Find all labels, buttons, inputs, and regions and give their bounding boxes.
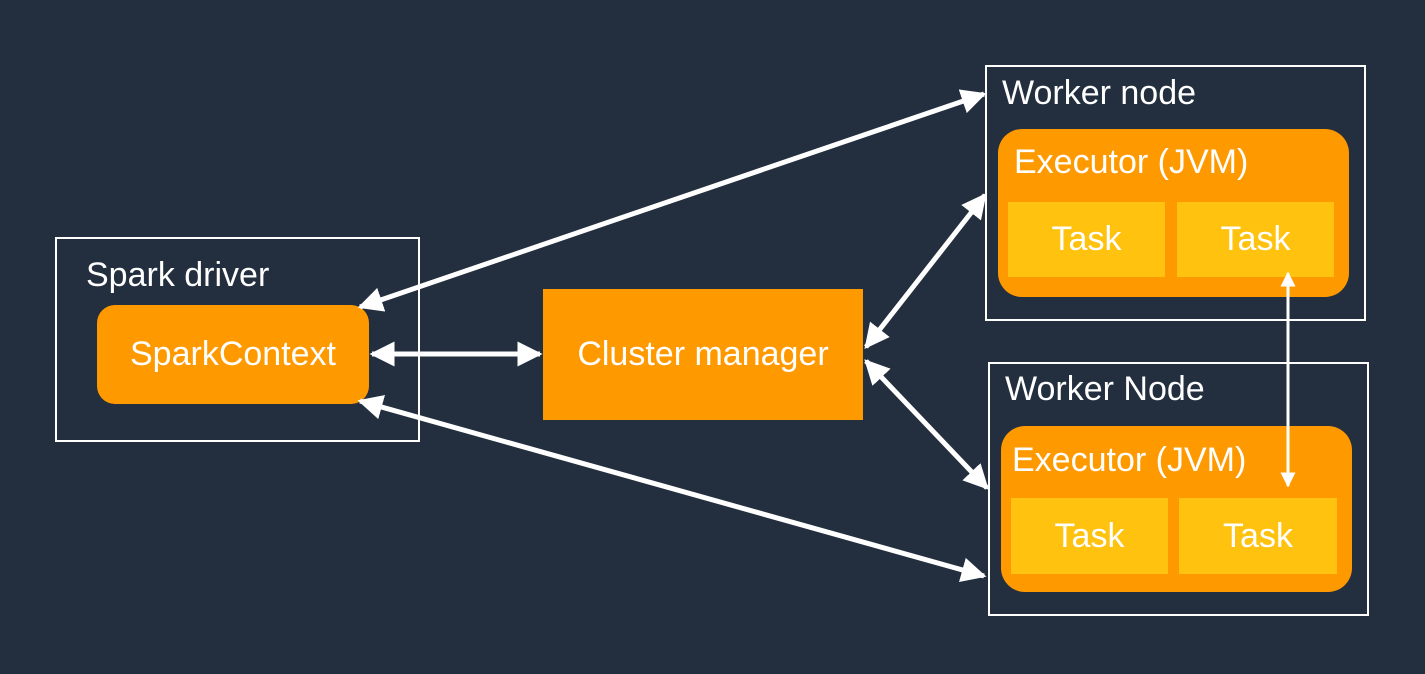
spark-driver-title: Spark driver	[86, 256, 270, 294]
arrow-cluster-executor-bottom	[864, 359, 989, 490]
task-top-1: Task	[1008, 202, 1165, 277]
executor-top-label: Executor (JVM)	[1014, 143, 1249, 181]
arrow-driver-worker-top	[357, 89, 987, 312]
worker-node-top-title: Worker node	[1002, 74, 1197, 112]
worker-node-bottom-title: Worker Node	[1005, 370, 1205, 408]
spark-context-box: SparkContext	[97, 305, 369, 404]
arrow-driver-worker-bottom	[357, 395, 987, 582]
worker-node-bottom-frame	[988, 362, 1369, 616]
task-top-2: Task	[1177, 202, 1334, 277]
spark-driver-frame	[55, 237, 420, 442]
task-bottom-2: Task	[1179, 498, 1337, 574]
executor-bottom-label: Executor (JVM)	[1012, 441, 1247, 479]
arrow-cluster-executor-top	[864, 193, 987, 349]
task-bottom-1: Task	[1011, 498, 1168, 574]
